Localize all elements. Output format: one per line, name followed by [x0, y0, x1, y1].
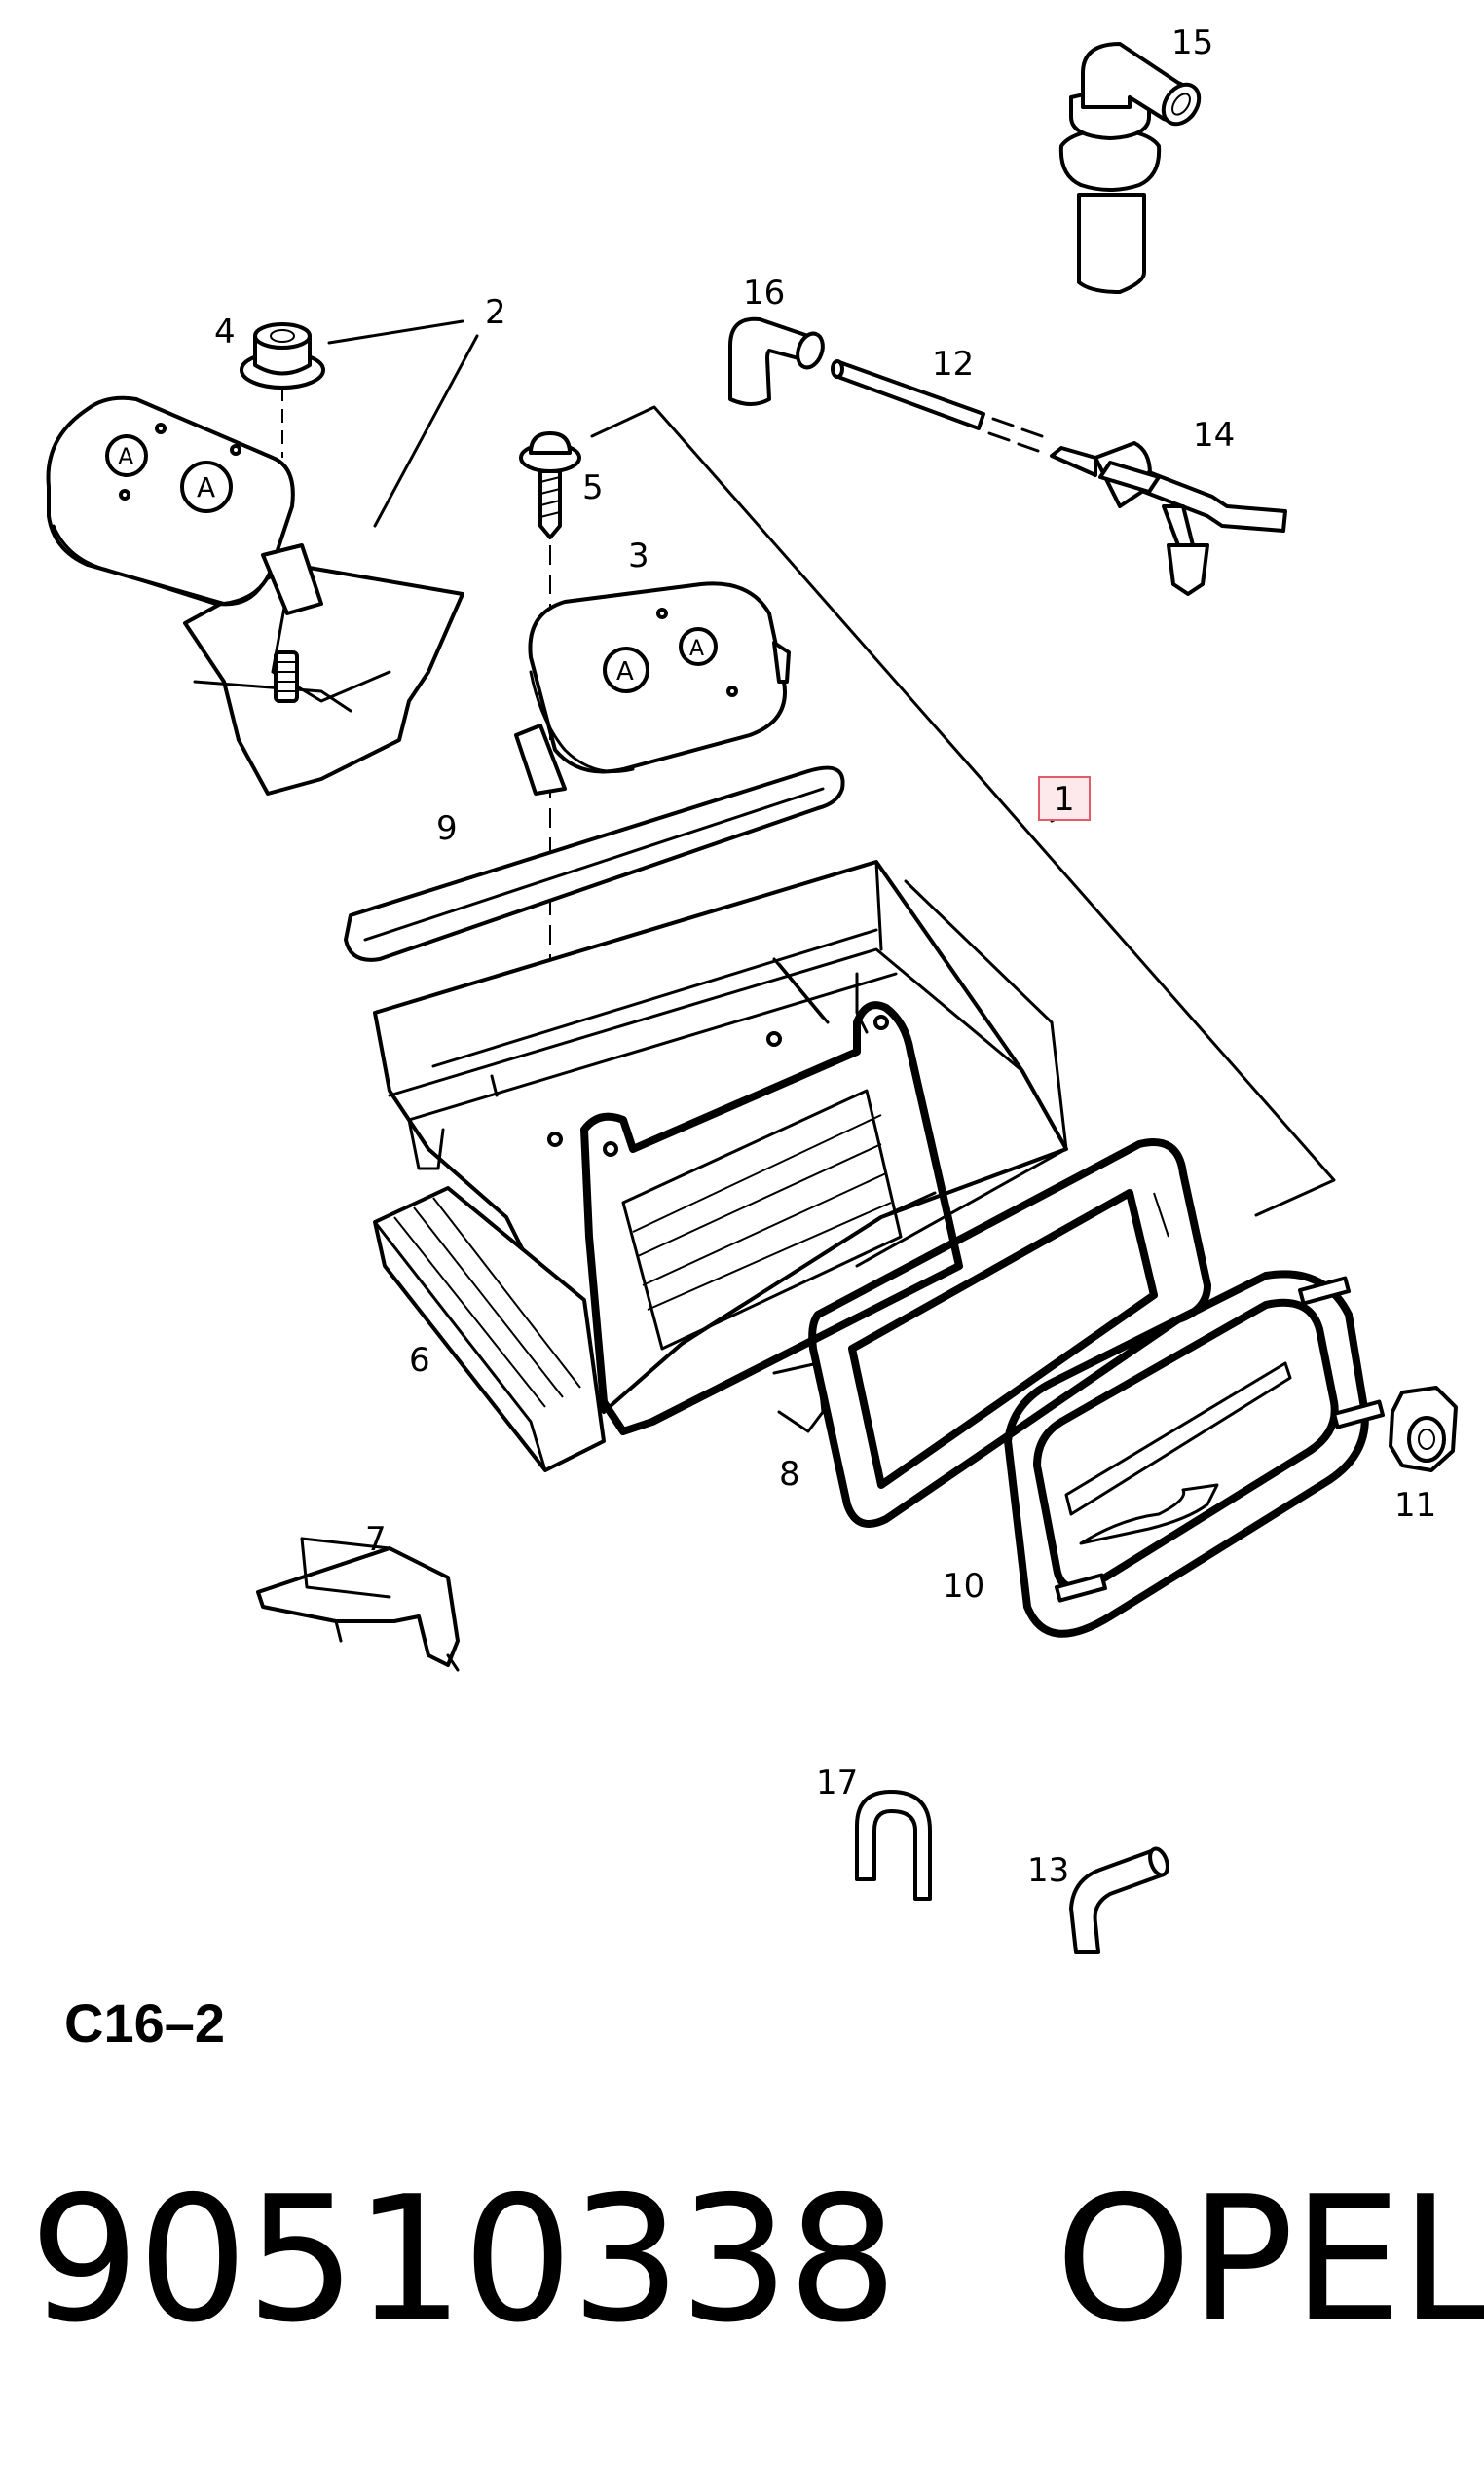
callout-17: 17 — [816, 1763, 858, 1802]
callout-11: 11 — [1394, 1486, 1436, 1525]
part-7-clip — [256, 1537, 460, 1672]
callout-3: 3 — [628, 537, 649, 575]
callout-5: 5 — [582, 468, 604, 507]
callout-9: 9 — [436, 809, 458, 848]
part-14-t-connector — [1050, 441, 1287, 596]
part-13-curved-hose — [1069, 1846, 1169, 1954]
part-10-seal — [1004, 1270, 1385, 1638]
part-17-u-hose — [855, 1790, 932, 1901]
callout-12: 12 — [932, 345, 974, 384]
part-15-hose-connector — [1058, 42, 1202, 294]
callout-1-highlight — [1038, 776, 1091, 821]
svg-text:A: A — [197, 471, 215, 503]
part-11-nut — [1389, 1386, 1458, 1472]
svg-text:A: A — [689, 637, 704, 661]
callout-15: 15 — [1171, 23, 1213, 62]
part-number-line: 90510338 OPEL — [29, 2173, 1484, 2347]
callout-1: 1 — [1054, 780, 1075, 819]
callout-2: 2 — [485, 293, 506, 332]
part-9-rubber-strip — [344, 765, 845, 962]
callout-4: 4 — [214, 313, 236, 352]
part-2-left-bracket: A A — [46, 395, 464, 796]
callout-6: 6 — [409, 1341, 430, 1380]
callout-10: 10 — [943, 1567, 984, 1606]
callout-7: 7 — [365, 1520, 387, 1559]
callout-13: 13 — [1027, 1851, 1069, 1890]
leader-lines — [327, 319, 479, 528]
part-number: 90510338 — [29, 2159, 898, 2360]
part-12-pipe — [831, 359, 1044, 453]
brand-name: OPEL — [1055, 2159, 1484, 2360]
callout-16: 16 — [743, 274, 785, 313]
svg-text:A: A — [118, 443, 134, 470]
brand-spacer — [896, 2159, 1056, 2360]
part-4-flange-nut — [240, 322, 325, 458]
diagram-code: C16–2 — [64, 1992, 226, 2054]
part-3-rubber-mount: A A — [514, 581, 791, 796]
part-6-filter — [373, 1186, 606, 1472]
svg-text:A: A — [616, 657, 634, 686]
part-16-elbow-hose — [728, 316, 825, 406]
callout-8: 8 — [779, 1455, 800, 1494]
callout-14: 14 — [1193, 416, 1235, 455]
